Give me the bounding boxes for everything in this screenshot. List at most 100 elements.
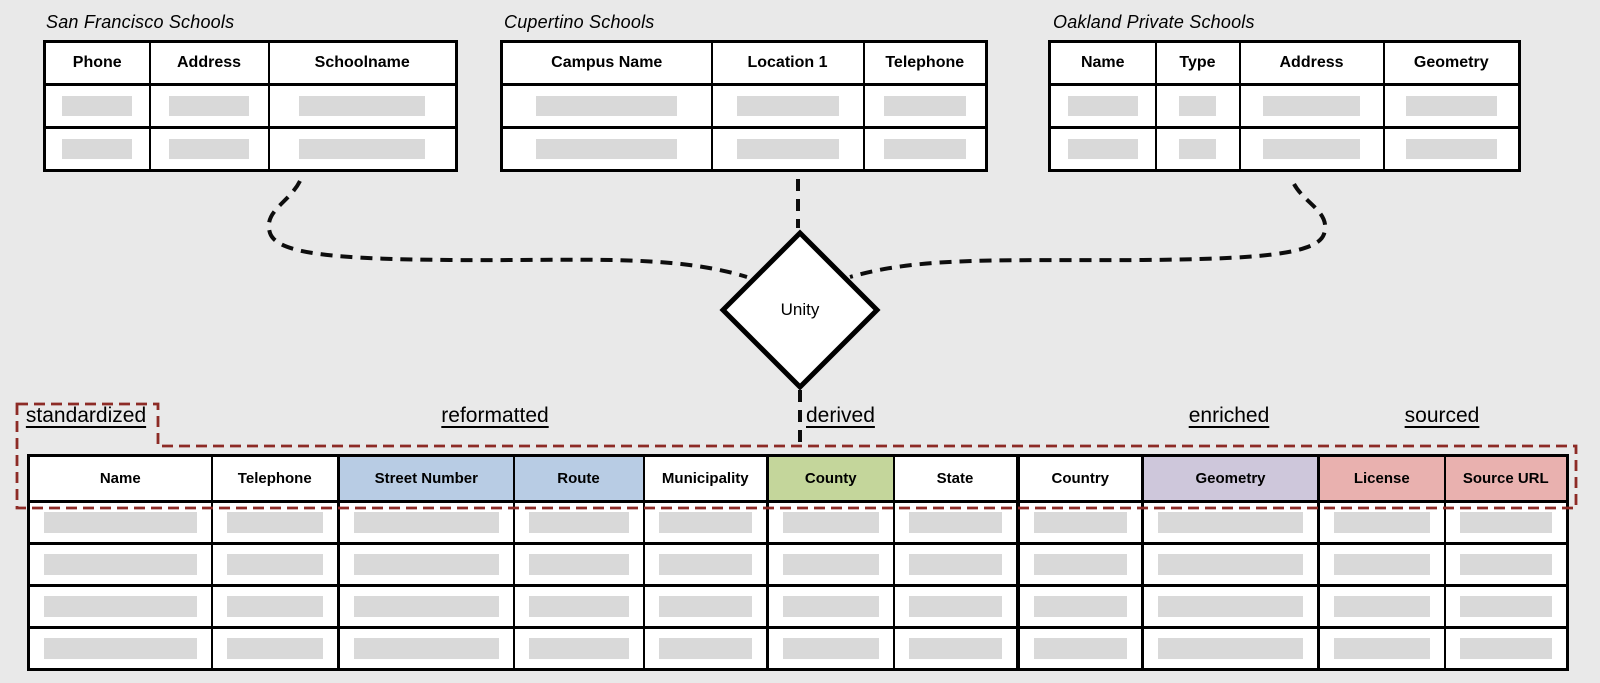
output-col-license: License (1317, 454, 1446, 503)
table-row (43, 126, 458, 172)
table-cell (27, 542, 213, 587)
placeholder-bar (658, 554, 752, 575)
table-cell (710, 126, 865, 172)
output-col-municipality: Municipality (642, 454, 769, 503)
placeholder-bar (658, 638, 752, 659)
output-col-name: Name (27, 454, 213, 503)
placeholder-bar (44, 638, 197, 659)
table-cell (642, 542, 769, 587)
stage-label-derived: derived (806, 404, 875, 427)
table-cell (1382, 83, 1521, 129)
table-row (27, 584, 1569, 629)
table-cell (267, 83, 458, 129)
table-cell (43, 83, 151, 129)
placeholder-bar (44, 554, 197, 575)
placeholder-bar (783, 638, 879, 659)
placeholder-bar (226, 512, 323, 533)
placeholder-bar (528, 596, 629, 617)
table-row (500, 83, 988, 129)
placeholder-bar (1263, 139, 1360, 159)
source-title-san-francisco: San Francisco Schools (46, 12, 235, 32)
table-cell (766, 542, 895, 587)
table-row (27, 542, 1569, 587)
stage-label-reformatted: reformatted (441, 404, 549, 427)
connector-san-francisco-to-unity (266, 180, 748, 279)
table-cell (862, 126, 988, 172)
placeholder-bar (169, 96, 249, 116)
output-col-state: State (892, 454, 1019, 503)
table-cell (1443, 626, 1569, 671)
table-cell (710, 83, 865, 129)
connector-oakland-to-unity (849, 182, 1328, 279)
unity-label: Unity (780, 300, 820, 319)
placeholder-bar (1033, 638, 1127, 659)
table-cell (766, 626, 895, 671)
source-title-cupertino: Cupertino Schools (504, 12, 655, 32)
placeholder-bar (1334, 512, 1430, 533)
oakland-col-geometry: Geometry (1382, 40, 1521, 86)
table-cell (512, 542, 645, 587)
placeholder-bar (1178, 139, 1217, 159)
output-col-source-url: Source URL (1443, 454, 1569, 503)
placeholder-bar (1033, 512, 1127, 533)
placeholder-bar (1459, 596, 1552, 617)
table-cell (892, 542, 1019, 587)
sf-col-phone: Phone (43, 40, 151, 86)
table-row (43, 83, 458, 129)
cupertino-col-campus-name: Campus Name (500, 40, 713, 86)
table-cell (642, 500, 769, 545)
table-cell (500, 83, 713, 129)
placeholder-bar (226, 596, 323, 617)
table-cell (210, 584, 340, 629)
table-row (1048, 126, 1521, 172)
placeholder-bar (354, 638, 499, 659)
placeholder-bar (1334, 596, 1430, 617)
table-cell (210, 626, 340, 671)
sf-col-address: Address (148, 40, 270, 86)
oakland-col-name: Name (1048, 40, 1157, 86)
table-cell (1443, 500, 1569, 545)
output-col-route: Route (512, 454, 645, 503)
table-cell (337, 500, 515, 545)
table-cell (642, 584, 769, 629)
table-cell (210, 500, 340, 545)
table-cell (148, 83, 270, 129)
stage-label-standardized: standardized (25, 404, 147, 427)
placeholder-bar (783, 554, 879, 575)
output-col-county: County (766, 454, 895, 503)
table-cell (1443, 542, 1569, 587)
table-cell (766, 500, 895, 545)
cupertino-col-location-1: Location 1 (710, 40, 865, 86)
header-row: Name Type Address Geometry (1048, 40, 1521, 86)
placeholder-bar (354, 512, 499, 533)
oakland-col-address: Address (1238, 40, 1385, 86)
cupertino-col-telephone: Telephone (862, 40, 988, 86)
output-col-country: Country (1015, 454, 1144, 503)
placeholder-bar (883, 139, 966, 159)
table-cell (512, 500, 645, 545)
placeholder-bar (226, 638, 323, 659)
table-cell (337, 626, 515, 671)
placeholder-bar (1459, 638, 1552, 659)
placeholder-bar (736, 96, 839, 116)
table-cell (1317, 584, 1446, 629)
table-row (500, 126, 988, 172)
placeholder-bar (62, 139, 133, 159)
sf-col-schoolname: Schoolname (267, 40, 458, 86)
placeholder-bar (299, 96, 426, 116)
table-cell (267, 126, 458, 172)
unified-output-table: Name Telephone Street Number Route Munic… (27, 454, 1569, 671)
placeholder-bar (536, 139, 678, 159)
table-cell (1238, 83, 1385, 129)
table-cell (1048, 126, 1157, 172)
table-cell (1015, 542, 1144, 587)
placeholder-bar (658, 596, 752, 617)
table-cell (512, 626, 645, 671)
table-cell (27, 584, 213, 629)
placeholder-bar (783, 512, 879, 533)
placeholder-bar (528, 554, 629, 575)
table-cell (148, 126, 270, 172)
placeholder-bar (44, 512, 197, 533)
table-cell (892, 500, 1019, 545)
